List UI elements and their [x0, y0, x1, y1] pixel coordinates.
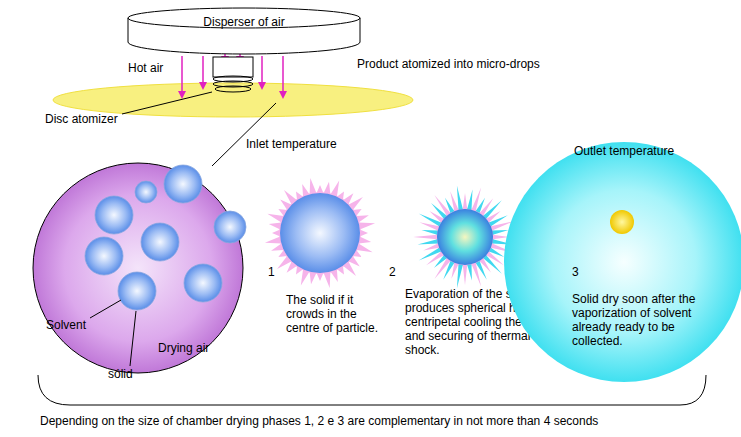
phase-note: The solid if it crowds in the centre of … — [286, 293, 386, 335]
callout-number: 2 — [389, 265, 396, 279]
callout-number: 3 — [572, 265, 579, 279]
air-label: Hot air — [128, 61, 163, 75]
node-title: Disperser of air — [128, 15, 360, 29]
product-label: Product atomized into micro-drops — [357, 57, 540, 71]
callout-number: 1 — [268, 265, 275, 279]
temperature-label: Outlet temperature — [574, 144, 674, 158]
phase-note: Solid dry soon after the vaporization of… — [572, 292, 704, 348]
temperature-label: Inlet temperature — [246, 137, 337, 151]
node-outline — [128, 6, 360, 56]
caption: Depending on the size of chamber drying … — [40, 414, 598, 428]
air-disperser: Disperser of air — [128, 6, 360, 56]
dry-particle-zone: Outlet temperature 3Solid dry soon after … — [504, 142, 741, 382]
part-label: Drying air — [158, 341, 209, 355]
part-label: sólid — [108, 367, 133, 381]
part-label: Solvent — [46, 318, 86, 332]
atomizer-label: Disc atomizer — [45, 112, 118, 126]
